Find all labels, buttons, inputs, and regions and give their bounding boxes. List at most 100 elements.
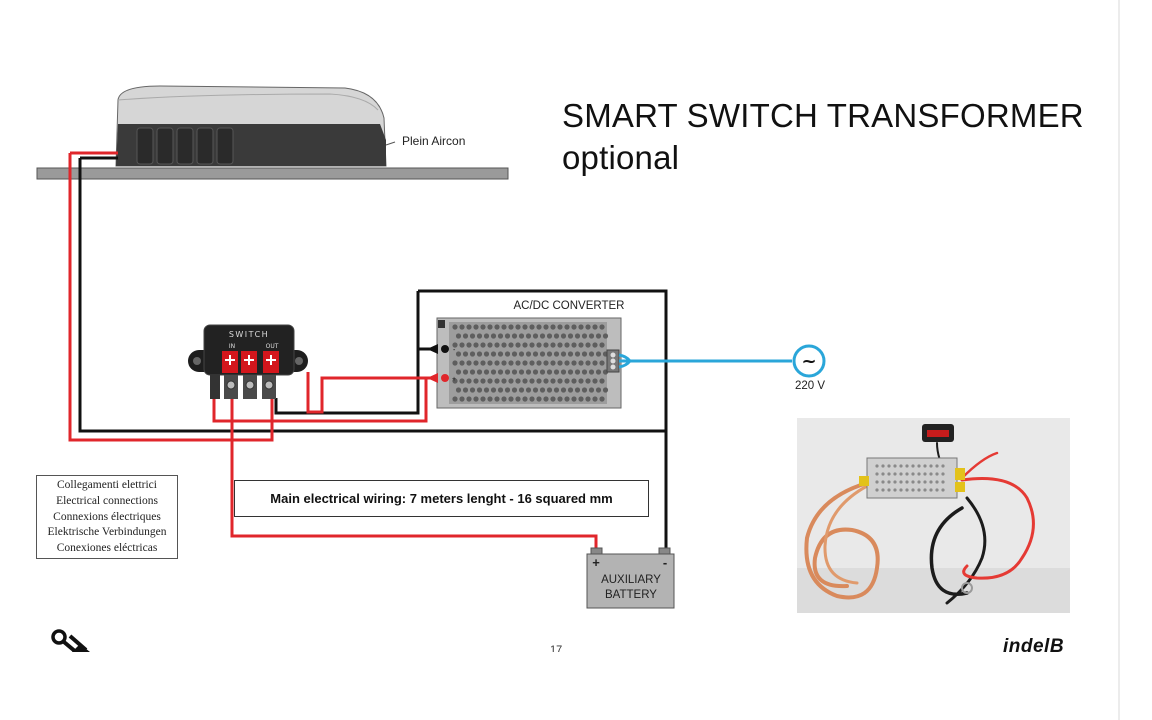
vent-hole bbox=[543, 342, 549, 348]
vent-hole bbox=[578, 360, 584, 366]
legend-english: Electrical connections bbox=[56, 494, 158, 507]
vent-hole bbox=[557, 360, 563, 366]
vent-hole bbox=[543, 324, 549, 330]
vent-hole bbox=[553, 333, 560, 339]
vent-hole bbox=[578, 342, 584, 348]
converter-minus: - bbox=[453, 347, 456, 354]
vent-hole bbox=[581, 351, 588, 357]
auxiliary-battery: + - AUXILIARY BATTERY bbox=[586, 547, 675, 609]
vent-hole bbox=[490, 387, 497, 393]
vent-hole bbox=[480, 342, 486, 348]
battery-plus: + bbox=[592, 555, 600, 570]
vent-hole bbox=[595, 387, 602, 393]
vent-hole bbox=[546, 333, 553, 339]
switch-in-label: IN bbox=[229, 343, 235, 350]
connections-legend: Collegamenti elettrici Electrical connec… bbox=[36, 475, 178, 559]
vent-hole bbox=[476, 387, 483, 393]
vent-hole bbox=[466, 360, 472, 366]
vent-hole bbox=[539, 351, 546, 357]
vent-hole bbox=[539, 387, 546, 393]
vent-hole bbox=[452, 378, 458, 384]
vent-hole bbox=[466, 324, 472, 330]
partner-logo-icon bbox=[51, 629, 90, 652]
vent-hole bbox=[455, 387, 462, 393]
vent-hole bbox=[480, 324, 486, 330]
vent-hole bbox=[504, 351, 511, 357]
vent-hole bbox=[550, 378, 556, 384]
vent-hole bbox=[504, 369, 511, 375]
vent-hole bbox=[515, 342, 521, 348]
vent-hole bbox=[585, 324, 591, 330]
legend-german: Elektrische Verbindungen bbox=[47, 526, 167, 539]
vent-hole bbox=[522, 360, 528, 366]
vent-hole bbox=[518, 387, 525, 393]
vent-hole bbox=[574, 351, 581, 357]
ac-symbol: ~ bbox=[801, 351, 816, 372]
title-line-1: SMART SWITCH TRANSFORMER bbox=[562, 97, 1084, 134]
vent-hole bbox=[581, 369, 588, 375]
vent-hole bbox=[536, 396, 542, 402]
vent-hole bbox=[490, 351, 497, 357]
switch-out-label: OUT bbox=[266, 343, 279, 350]
vent-hole bbox=[522, 396, 528, 402]
vent-hole bbox=[494, 378, 500, 384]
vent-hole bbox=[592, 324, 598, 330]
switch-label: SWITCH bbox=[229, 330, 269, 339]
vent-hole bbox=[539, 369, 546, 375]
vent-hole bbox=[459, 360, 465, 366]
vent-hole bbox=[466, 342, 472, 348]
vent-hole bbox=[592, 342, 598, 348]
vent-hole bbox=[529, 342, 535, 348]
vent-hole bbox=[490, 333, 497, 339]
vent-hole bbox=[567, 333, 574, 339]
vent-hole bbox=[455, 351, 462, 357]
vent-hole bbox=[536, 378, 542, 384]
legend-italian: Collegamenti elettrici bbox=[57, 479, 157, 491]
vent-hole bbox=[557, 378, 563, 384]
vent-hole bbox=[571, 378, 577, 384]
vent-hole bbox=[599, 378, 605, 384]
vent-hole bbox=[494, 342, 500, 348]
vent-hole bbox=[525, 351, 532, 357]
vent-hole bbox=[564, 342, 570, 348]
vent-hole bbox=[494, 396, 500, 402]
vent-hole bbox=[595, 369, 602, 375]
vent-hole bbox=[504, 387, 511, 393]
product-photo bbox=[797, 418, 1070, 613]
slide-title: SMART SWITCH TRANSFORMER optional bbox=[562, 95, 1084, 179]
vent-hole bbox=[462, 369, 469, 375]
vent-hole bbox=[574, 387, 581, 393]
acdc-converter bbox=[436, 317, 622, 409]
vent-hole bbox=[543, 396, 549, 402]
vent-hole bbox=[459, 324, 465, 330]
vent-hole bbox=[452, 360, 458, 366]
vent-hole bbox=[553, 369, 560, 375]
vent-hole bbox=[452, 396, 458, 402]
converter-label: AC/DC CONVERTER bbox=[514, 300, 625, 312]
vent-hole bbox=[501, 378, 507, 384]
vent-hole bbox=[557, 396, 563, 402]
vent-hole bbox=[529, 324, 535, 330]
vent-hole bbox=[599, 396, 605, 402]
vent-hole bbox=[564, 360, 570, 366]
vent-hole bbox=[466, 396, 472, 402]
vent-hole bbox=[466, 378, 472, 384]
vent-hole bbox=[508, 378, 514, 384]
vent-hole bbox=[571, 342, 577, 348]
vent-hole bbox=[536, 324, 542, 330]
vent-hole bbox=[536, 342, 542, 348]
vent-hole bbox=[557, 342, 563, 348]
vent-hole bbox=[599, 360, 605, 366]
vent-hole bbox=[515, 360, 521, 366]
vent-hole bbox=[497, 369, 504, 375]
vent-hole bbox=[511, 351, 518, 357]
page-number: 17 bbox=[550, 644, 563, 652]
roof-panel bbox=[36, 167, 509, 180]
vent-hole bbox=[480, 378, 486, 384]
vent-hole bbox=[511, 369, 518, 375]
vent-hole bbox=[599, 342, 605, 348]
vent-hole bbox=[588, 369, 595, 375]
vent-hole bbox=[469, 333, 476, 339]
positive-wires bbox=[68, 151, 598, 552]
wiring-diagram: Plein Aircon SWITCH IN OUT bbox=[36, 85, 826, 609]
